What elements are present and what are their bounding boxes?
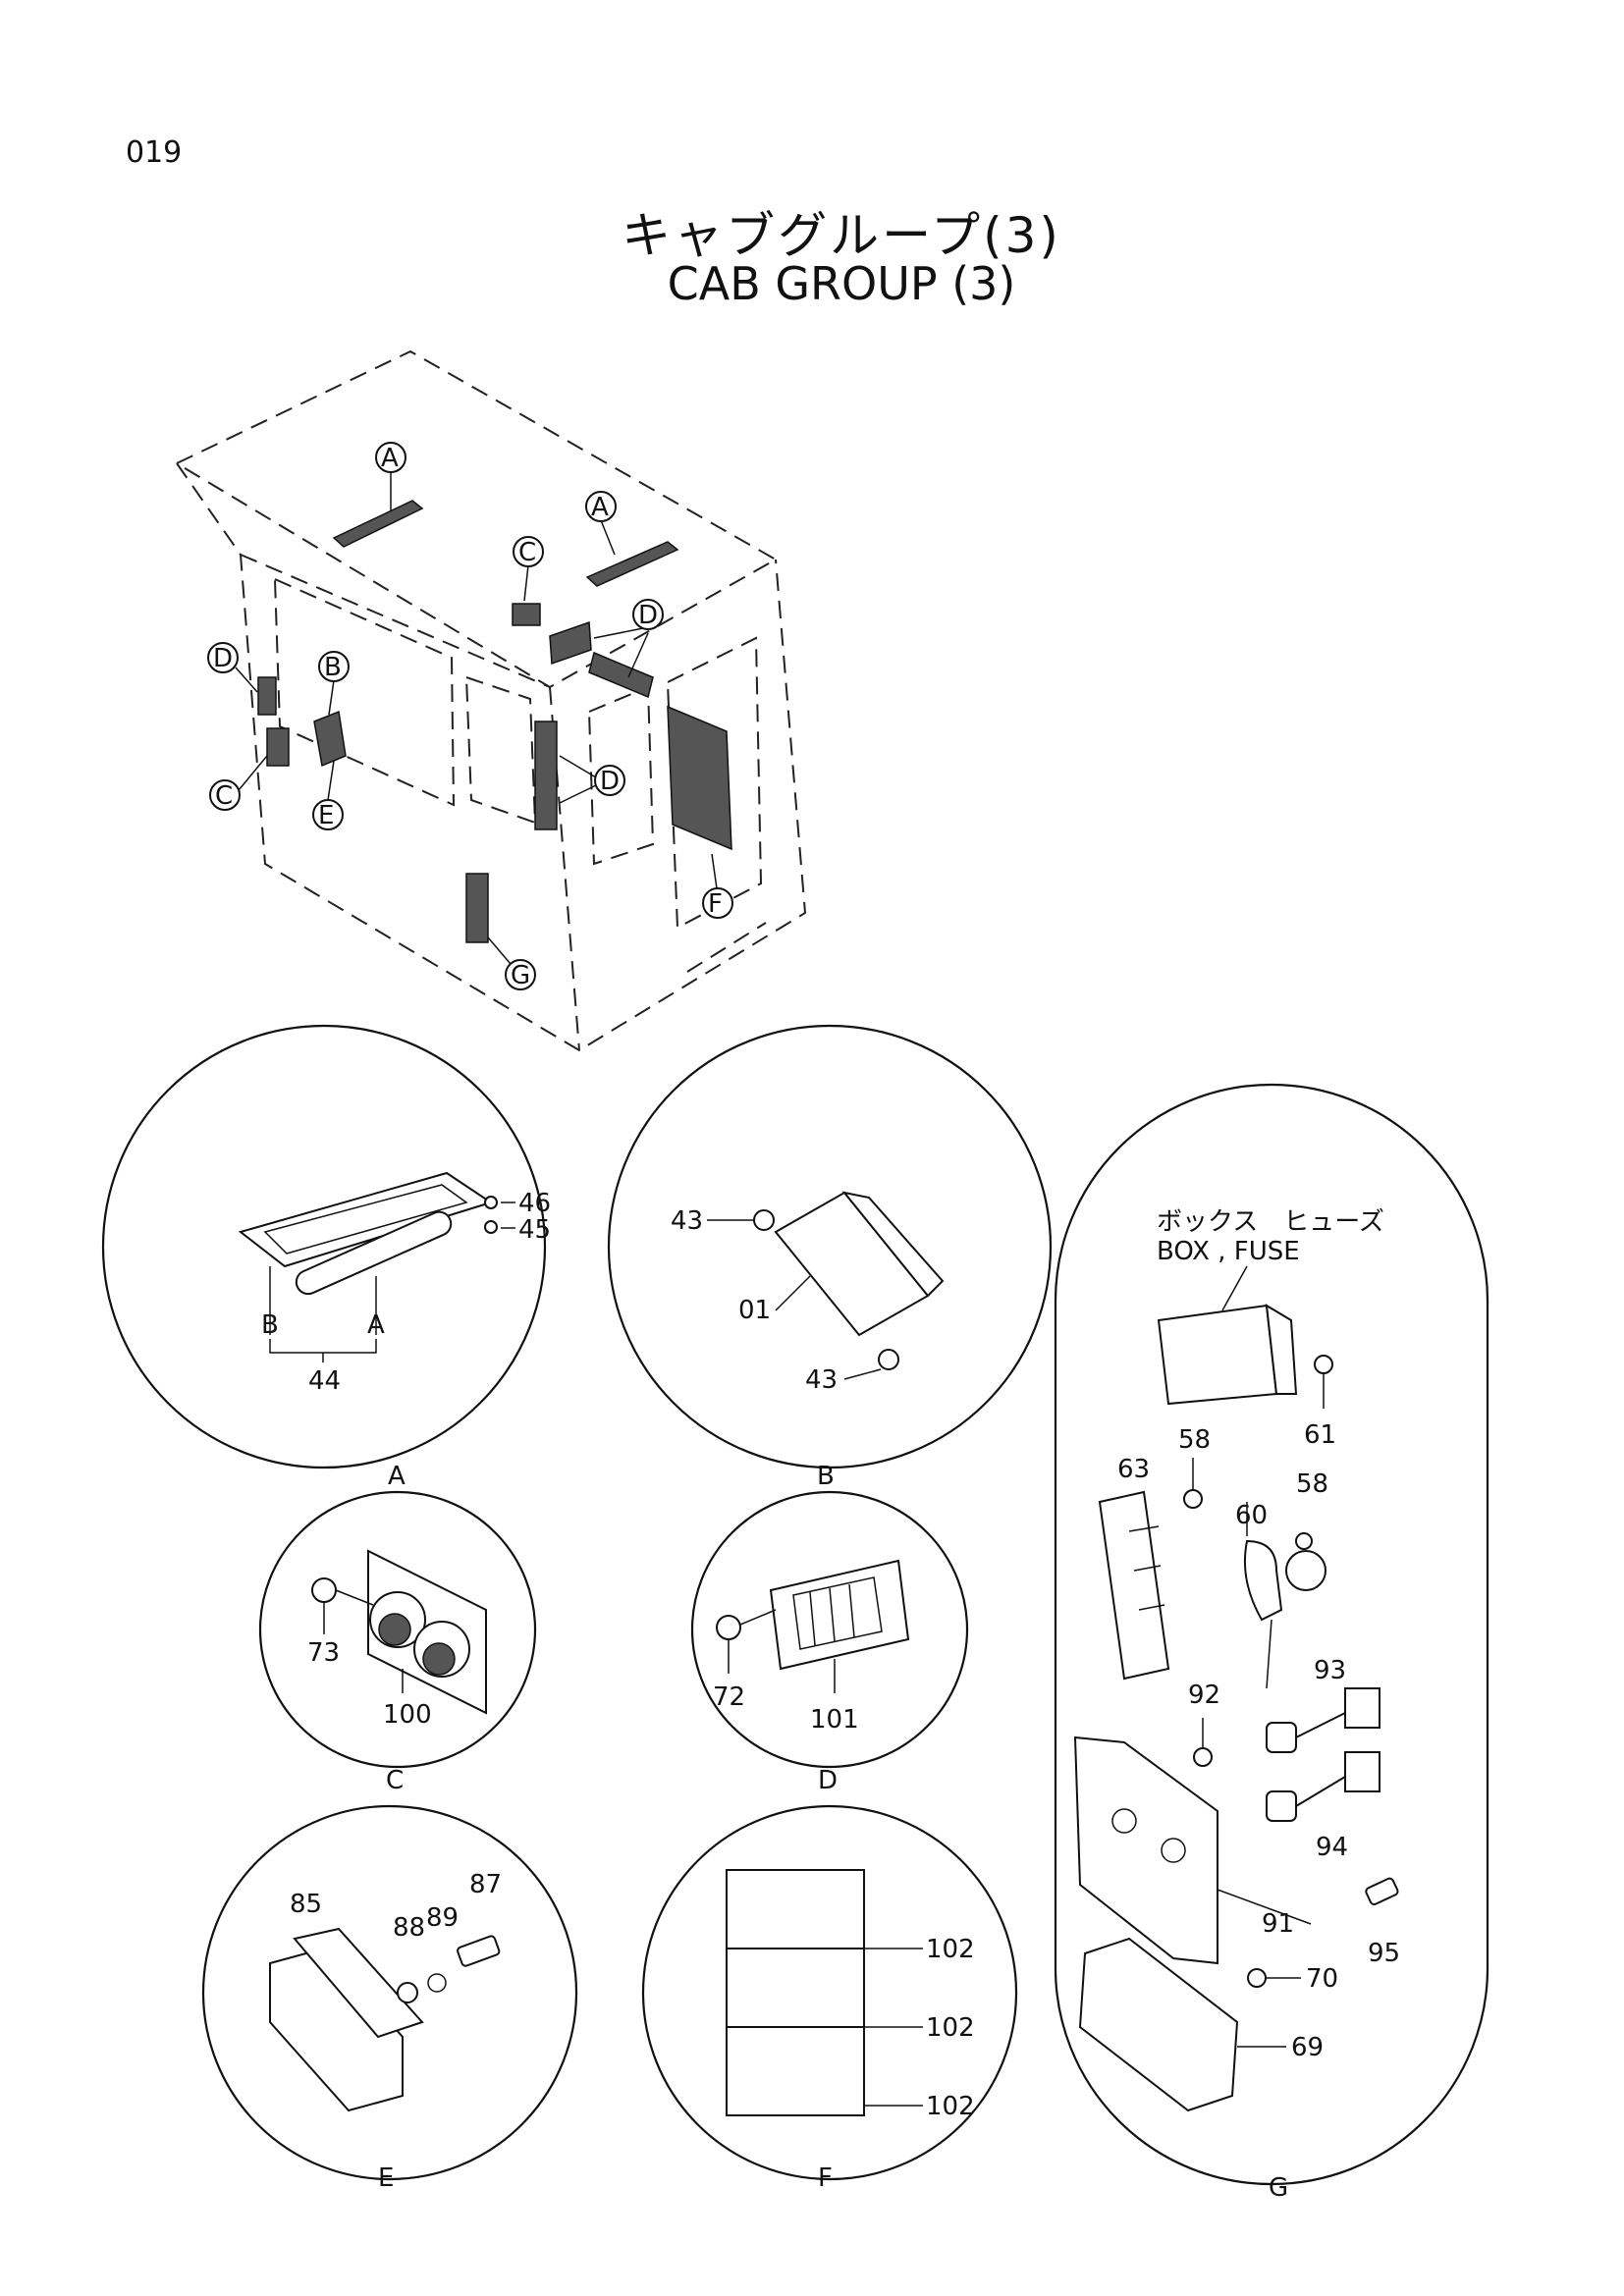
callout-label: A: [591, 493, 609, 522]
detail-b: B 43 01 43: [607, 1024, 1053, 1491]
part-number: 92: [1188, 1681, 1220, 1710]
detail-a: A 46 45 B A 44: [101, 1024, 551, 1491]
part-number: 102: [926, 1935, 975, 1964]
switch-d-upper-1: [549, 620, 592, 666]
part-number: 89: [426, 1903, 459, 1933]
detail-label: G: [1269, 2173, 1288, 2203]
vent-duct: [295, 1210, 453, 1296]
part-number: 58: [1178, 1425, 1211, 1455]
detail-label: C: [386, 1766, 404, 1795]
part-number: 95: [1368, 1939, 1400, 1968]
detail-c: C 73 100: [258, 1490, 537, 1795]
switch-panel: [769, 1559, 910, 1671]
part-number: 69: [1291, 2033, 1324, 2062]
detail-label: D: [818, 1766, 838, 1795]
cab-overview: A A C D D B C E D F G: [174, 349, 807, 1052]
mounting-plate: [1073, 1735, 1218, 1965]
callout-label: F: [708, 889, 723, 919]
callout-label: D: [600, 767, 620, 796]
part-number: 58: [1296, 1469, 1328, 1499]
part-number: 72: [713, 1682, 745, 1712]
part-number: 43: [805, 1365, 838, 1395]
panel-segment: [726, 1948, 865, 2038]
page-title-japanese: キャブグループ(3): [622, 207, 1061, 264]
part-number: 70: [1306, 1964, 1338, 1994]
fuse-g: [465, 873, 489, 943]
bracket-label: B: [261, 1310, 279, 1340]
fuse-box-label-japanese: ボックス ヒューズ: [1157, 1207, 1384, 1237]
part-number: 101: [810, 1705, 859, 1735]
detail-g: G ボックス ヒューズ BOX , FUSE: [1054, 1083, 1489, 2203]
detail-e: E 85 88 89 87: [201, 1804, 578, 2193]
connector-93: [1344, 1687, 1380, 1729]
switch-d-left: [257, 676, 277, 716]
detail-d: D 72 101: [690, 1490, 969, 1795]
switch-c-left: [266, 727, 290, 767]
switch-93: [1266, 1722, 1297, 1753]
part-number: 44: [308, 1366, 341, 1396]
part-number: 61: [1304, 1420, 1336, 1450]
part-number: 100: [383, 1700, 432, 1730]
callout-label: G: [511, 961, 530, 990]
callout-label: A: [381, 444, 399, 473]
part-number: 73: [307, 1638, 340, 1668]
part-number: 102: [926, 2013, 975, 2043]
fuse-box: [1157, 1304, 1278, 1406]
part-number: 87: [469, 1870, 502, 1899]
part-number: 01: [738, 1296, 771, 1325]
vent-a-right: [585, 541, 679, 587]
screw: [457, 1935, 501, 1967]
terminal-block: [1098, 1490, 1170, 1681]
detail-label: E: [378, 2163, 394, 2193]
panel-segment: [726, 2026, 865, 2116]
vent-a-left: [332, 500, 424, 548]
bracket-b: [313, 710, 347, 768]
screw-95: [1365, 1877, 1399, 1905]
part-number: 63: [1117, 1455, 1150, 1484]
part-number: 46: [518, 1189, 551, 1218]
part-number: 94: [1316, 1833, 1348, 1862]
switch-c-upper: [512, 603, 541, 626]
part-number: 88: [393, 1913, 425, 1943]
detail-label: F: [818, 2163, 833, 2193]
part-number: 102: [926, 2092, 975, 2121]
switch-d-upper-2: [588, 651, 654, 699]
callout-label: D: [638, 601, 658, 630]
detail-f: F 102 102 102: [641, 1804, 1018, 2193]
callout-label: D: [213, 644, 233, 673]
page-number: 019: [126, 135, 183, 170]
fuse-box-label-english: BOX , FUSE: [1157, 1237, 1300, 1266]
sensor-bracket: [1243, 1539, 1283, 1622]
part-number: 93: [1314, 1656, 1346, 1685]
connector-94: [1344, 1751, 1380, 1792]
part-number: 85: [290, 1890, 322, 1919]
part-number: 60: [1235, 1501, 1268, 1530]
detail-label: A: [388, 1462, 406, 1491]
part-number: 45: [518, 1215, 551, 1245]
callout-label: E: [318, 801, 334, 830]
callout-label: B: [324, 653, 342, 682]
part-number: 91: [1262, 1909, 1294, 1939]
part-number: 43: [671, 1206, 703, 1236]
bracket-label: A: [367, 1310, 385, 1340]
circuit-board: [1078, 1937, 1239, 2112]
page-title-english: CAB GROUP (3): [667, 257, 1016, 310]
panel-f: [667, 705, 732, 851]
callout-label: C: [215, 781, 233, 811]
panel-segment: [726, 1869, 865, 1959]
detail-label: B: [817, 1462, 835, 1491]
callout-label: C: [518, 538, 536, 567]
switch-94: [1266, 1790, 1297, 1822]
overview-callouts: A A C D D B C E D F G: [207, 442, 733, 990]
switch-d-panel: [534, 721, 558, 830]
